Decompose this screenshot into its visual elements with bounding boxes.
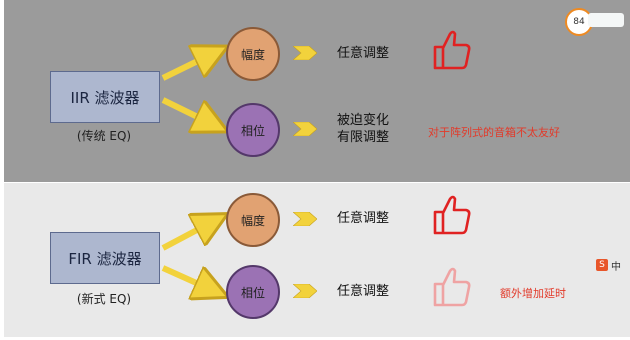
fir-amplitude-thumbs-up-icon <box>433 195 471 235</box>
fir-amplitude-arrow <box>161 222 212 251</box>
iir-amplitude-chevron-icon <box>293 46 317 60</box>
fir-caption: (新式 EQ) <box>76 292 132 306</box>
fir-phase-result: 任意调整 <box>337 284 390 299</box>
fir-amplitude-node: 幅度 <box>226 193 280 247</box>
network-monitor-bar[interactable] <box>588 13 624 27</box>
iir-phase-result-line2: 有限调整 <box>337 130 390 145</box>
fir-phase-faded-thumbs-up-icon <box>433 267 471 307</box>
fir-amplitude-result: 任意调整 <box>337 211 390 226</box>
iir-caption: (传统 EQ) <box>76 129 132 143</box>
sogou-icon: S <box>596 259 608 271</box>
fir-phase-chevron-icon <box>293 284 317 298</box>
iir-phase-result-line1: 被迫变化 <box>337 113 390 128</box>
fir-amplitude-chevron-icon <box>293 212 317 226</box>
input-method-widget[interactable]: S 中 <box>596 258 630 273</box>
iir-amplitude-result: 任意调整 <box>337 46 390 61</box>
iir-phase-note: 对于阵列式的音箱不太友好 <box>428 126 560 139</box>
fir-phase-note: 额外增加延时 <box>500 287 566 300</box>
iir-phase-arrow <box>161 97 212 124</box>
iir-phase-node: 相位 <box>226 103 280 157</box>
iir-phase-chevron-icon <box>293 122 317 136</box>
iir-amplitude-thumbs-up-icon <box>433 30 471 70</box>
iir-amplitude-arrow <box>161 54 212 81</box>
fir-phase-node: 相位 <box>226 265 280 319</box>
ime-language-label: 中 <box>611 261 621 273</box>
iir-filter-box: IIR 滤波器 <box>50 71 160 123</box>
iir-amplitude-node: 幅度 <box>226 27 280 81</box>
fir-filter-box: FIR 滤波器 <box>50 232 160 284</box>
fir-phase-arrow <box>161 265 212 290</box>
